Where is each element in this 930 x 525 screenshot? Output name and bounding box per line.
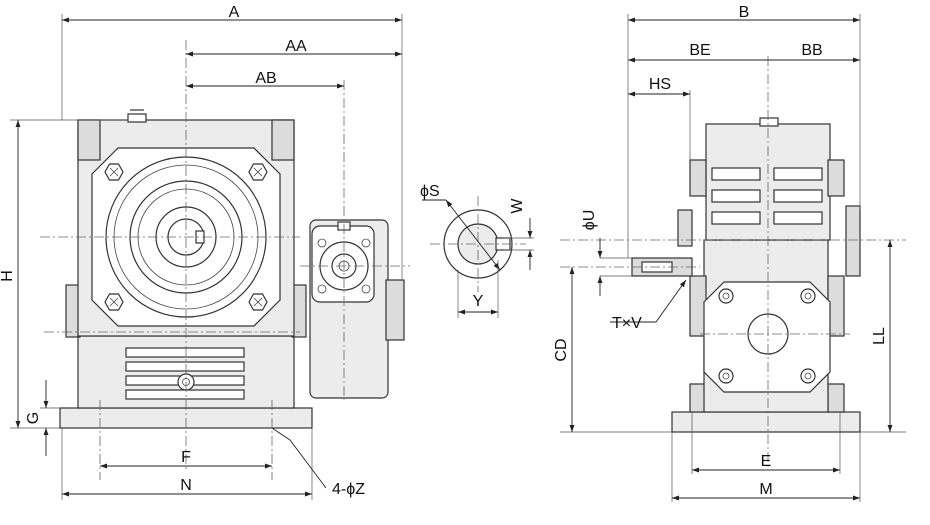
- dim-label-y: Y: [473, 293, 484, 310]
- dim-label-ll: LL: [871, 327, 888, 345]
- dim-label-a: A: [229, 4, 240, 21]
- dim-label-f: F: [181, 449, 191, 466]
- dim-label-ab: AB: [255, 70, 276, 87]
- shaft-detail: ϕS W Y: [420, 183, 534, 318]
- dim-label-e: E: [761, 453, 772, 470]
- worm-end-flange: [385, 279, 405, 341]
- dim-label-m: M: [759, 481, 772, 498]
- dim-label-w: W: [509, 198, 526, 214]
- dim-label-z: 4-ϕZ: [332, 481, 365, 498]
- dim-label-be: BE: [689, 42, 710, 59]
- dim-label-n: N: [180, 477, 192, 494]
- dim-label-h: H: [0, 270, 16, 282]
- dim-label-g: G: [25, 412, 42, 424]
- side-vent-fins: [711, 167, 823, 225]
- dim-label-cd: CD: [553, 338, 570, 361]
- front-cover-bolts: [104, 163, 268, 311]
- dim-label-aa: AA: [285, 38, 307, 55]
- dim-label-bb: BB: [801, 42, 822, 59]
- dim-label-hs: HS: [649, 76, 671, 93]
- dim-label-b: B: [739, 4, 750, 21]
- side-base-plate: [671, 411, 861, 433]
- side-cover-bolts: [718, 288, 816, 384]
- front-view: A AA AB H G F N 4-ϕZ: [0, 4, 410, 500]
- dim-label-s: ϕS: [420, 183, 440, 200]
- vent-cap: [127, 113, 147, 123]
- side-view: B BE BB HS ϕU T×V CD LL E M: [553, 4, 906, 502]
- dim-label-u: ϕU: [581, 210, 598, 231]
- dim-label-tv: T×V: [612, 315, 642, 332]
